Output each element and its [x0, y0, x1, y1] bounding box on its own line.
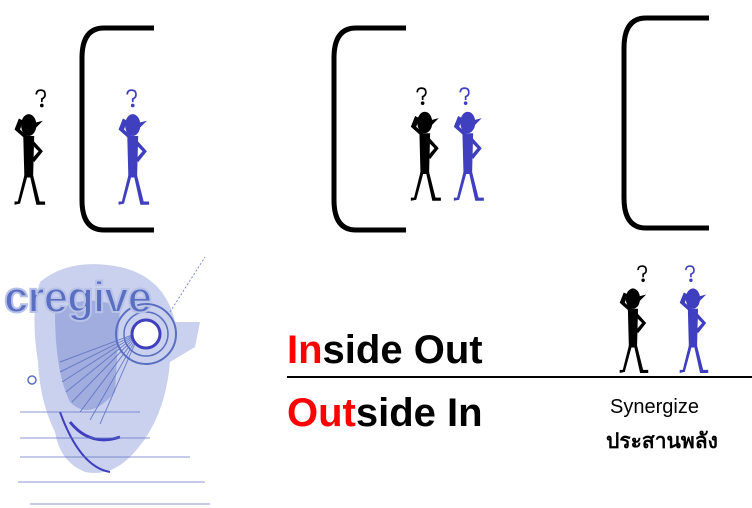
slogan-line-2-highlight: Out: [287, 391, 356, 435]
thinking-figure-black-icon: [8, 88, 56, 208]
synergize-thai-label: ประสานพลัง: [606, 425, 718, 458]
thinking-figure-blue-icon: [672, 264, 720, 376]
thinking-figure-blue-icon: [448, 86, 494, 204]
thinking-figure-black-icon: [405, 86, 451, 204]
logo-text: cregive: [4, 273, 151, 322]
thinking-figure-blue-icon: [112, 88, 160, 208]
slogan-line-1-rest: side Out: [323, 328, 483, 372]
slogan-line-2: Outside In: [287, 393, 483, 433]
thinking-figure-black-icon: [612, 264, 660, 376]
bracket-frame-icon: [326, 18, 416, 240]
synergize-label: Synergize: [610, 396, 699, 419]
cregive-logo-image: cregive: [0, 252, 215, 508]
slogan-line-1: Inside Out: [287, 330, 483, 370]
slogan-line-2-rest: side In: [356, 391, 483, 435]
bracket-frame-icon: [614, 8, 714, 238]
slogan-line-1-highlight: In: [287, 328, 323, 372]
divider-line: [287, 376, 752, 378]
